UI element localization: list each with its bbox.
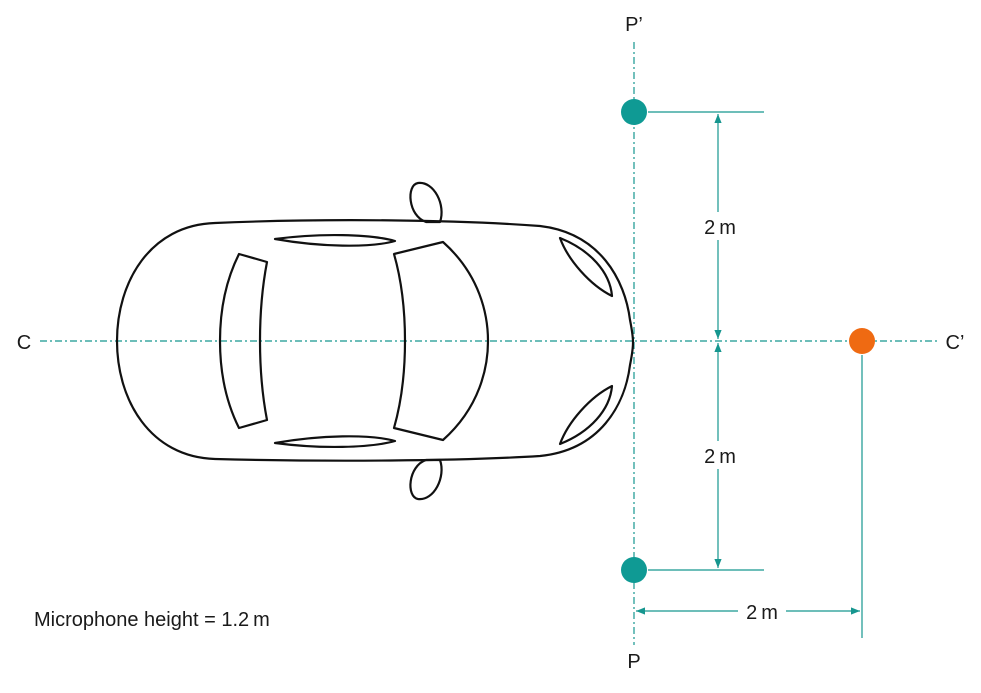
microphone-front (849, 328, 875, 354)
label-c-prime: C’ (946, 332, 965, 354)
label-p-prime: P’ (625, 14, 643, 36)
side-window-lower (273, 435, 397, 449)
side-window-upper (273, 233, 397, 247)
windshield (392, 240, 490, 442)
label-c: C (17, 332, 31, 354)
dimension-label-lower: 2 m (704, 446, 736, 468)
dimension-label-upper: 2 m (704, 217, 736, 239)
dimension-label-horizontal: 2 m (746, 602, 778, 624)
mirror-lower (409, 458, 443, 501)
front-lamp-lower (558, 384, 614, 446)
microphone-side-top (621, 99, 647, 125)
car-body (115, 219, 635, 462)
label-p: P (627, 651, 640, 673)
car-outline (115, 181, 635, 501)
microphone-height-note: Microphone height = 1.2 m (34, 609, 270, 631)
microphone-side-bottom (621, 557, 647, 583)
rear-window (218, 252, 269, 430)
front-lamp-upper (558, 236, 614, 298)
mirror-upper (409, 181, 443, 224)
